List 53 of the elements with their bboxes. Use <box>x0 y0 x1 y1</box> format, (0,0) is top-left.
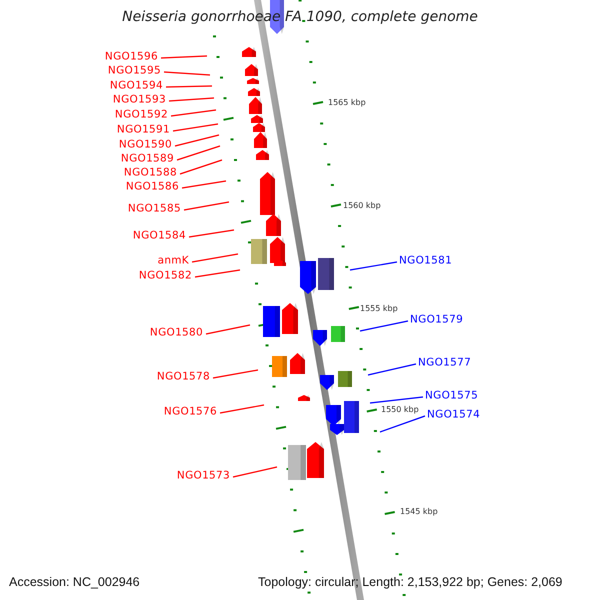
leader-line <box>350 261 398 271</box>
gene-label: NGO1594 <box>110 80 163 92</box>
leader-line <box>168 97 214 102</box>
info-text: Topology: circular; Length: 2,153,922 bp; Genes: 2,069 <box>258 575 562 590</box>
gene-label: NGO1589 <box>120 152 174 166</box>
gene-label: NGO1575 <box>425 390 478 402</box>
leader-line <box>380 415 426 433</box>
position-label: 1560 kbp <box>343 201 381 211</box>
gene-label: anmK <box>158 254 189 268</box>
position-label: 1545 kbp <box>400 507 438 517</box>
gene-label: NGO1573 <box>176 470 230 482</box>
leader-line <box>194 269 240 278</box>
info-text: Accession: NC_002946 <box>9 575 140 590</box>
leader-line <box>188 229 234 238</box>
position-label: 1565 kbp <box>328 98 366 108</box>
leader-line <box>174 134 220 147</box>
leader-line <box>192 253 238 263</box>
gene-label: NGO1596 <box>104 50 158 64</box>
position-label: 1555 kbp <box>360 304 398 314</box>
gene-label: NGO1591 <box>116 124 170 136</box>
gene-label: NGO1593 <box>112 94 166 106</box>
leader-line <box>170 109 216 117</box>
leader-line <box>370 396 424 404</box>
gene-label: NGO1584 <box>132 230 186 242</box>
leader-line <box>182 180 226 189</box>
leader-line <box>184 201 230 211</box>
gene-label: NGO1586 <box>126 180 179 194</box>
gene-label: NGO1579 <box>410 314 464 326</box>
leader-line <box>164 71 210 76</box>
gene-label: NGO1582 <box>138 270 192 282</box>
gene-label: NGO1585 <box>128 202 181 216</box>
leader-line <box>232 466 278 478</box>
gene-label: NGO1588 <box>124 166 177 180</box>
leader-line <box>166 85 212 88</box>
gene-label: NGO1592 <box>114 108 168 122</box>
leader-line <box>212 369 258 379</box>
leader-line <box>160 55 208 59</box>
gene-label: NGO1595 <box>108 64 161 78</box>
leader-line <box>172 123 218 132</box>
leader-line <box>206 324 250 335</box>
gene-label: NGO1580 <box>150 326 203 340</box>
gene-label: NGO1578 <box>156 370 210 384</box>
gene-label: NGO1577 <box>418 356 472 370</box>
leader-line <box>180 159 222 175</box>
gene-label: NGO1581 <box>399 254 452 268</box>
gene-label: NGO1576 <box>164 406 217 418</box>
leader-line <box>360 320 408 332</box>
leader-line <box>368 363 416 376</box>
leader-line <box>176 145 220 161</box>
position-label: 1550 kbp <box>381 405 419 415</box>
gene-label: NGO1590 <box>118 138 172 152</box>
gene-label: NGO1574 <box>427 408 480 422</box>
leader-line <box>220 404 264 414</box>
